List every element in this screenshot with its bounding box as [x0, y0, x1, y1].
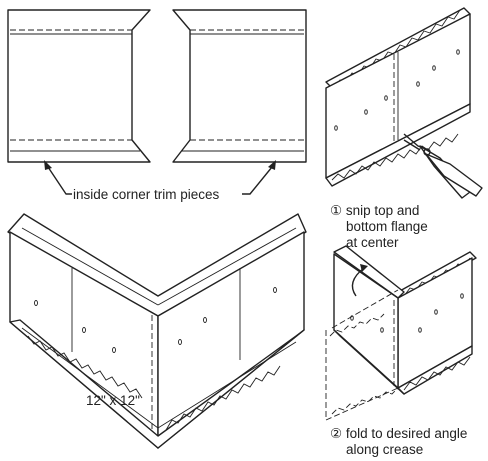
size-label: 12" x 12": [86, 393, 140, 408]
step2-line2: along crease: [346, 442, 423, 457]
tin-snips-icon: [403, 133, 483, 199]
fold-arrow-icon: [351, 264, 368, 297]
snip-panel: [325, 7, 471, 187]
step1-line2: bottom flange: [346, 219, 428, 234]
fold-panel: [325, 245, 477, 421]
trim-piece-right: [172, 9, 307, 163]
trim-piece-left: [7, 9, 151, 163]
assembled-corner: [7, 213, 307, 449]
step2-line1: ② fold to desired angle: [330, 426, 467, 441]
step1-line1: ① snip top and: [330, 203, 419, 218]
trim-pieces-label: inside corner trim pieces: [73, 187, 220, 202]
trim-pieces-callout: inside corner trim pieces: [44, 160, 276, 202]
step1-line3: at center: [346, 235, 399, 250]
